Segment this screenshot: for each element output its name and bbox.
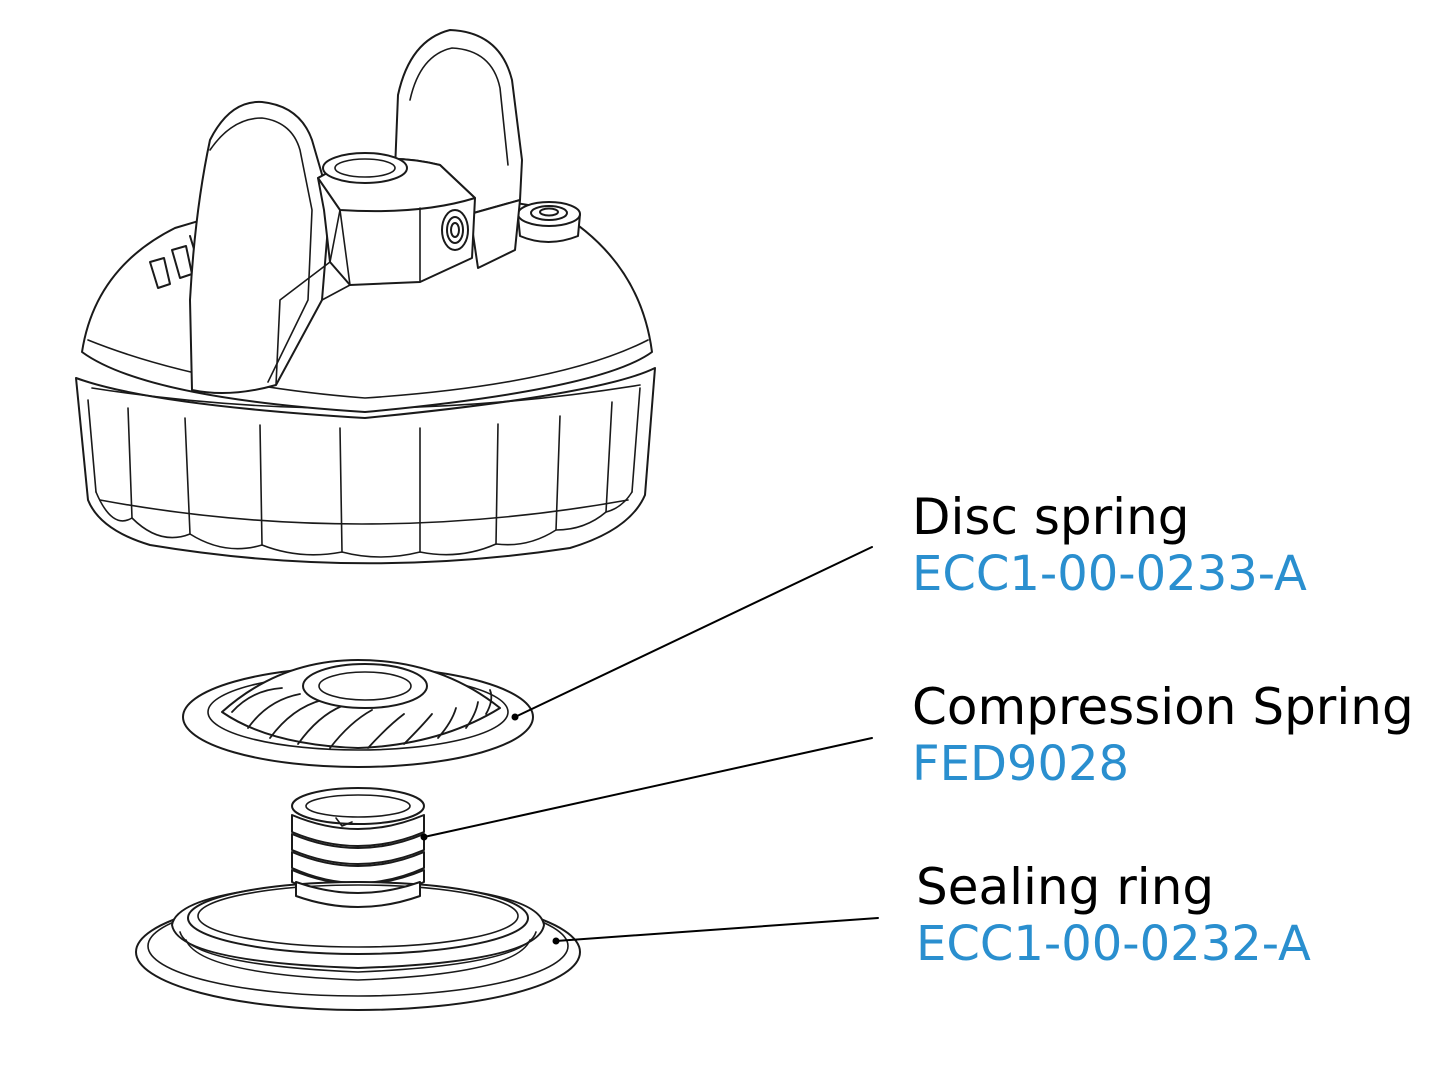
disc-spring-label: Disc spring <box>912 488 1190 546</box>
cap-dome-rim <box>87 339 649 399</box>
compression-spring-part <box>291 787 425 898</box>
leader-sealing-ring <box>555 917 879 942</box>
disc-spring-part-number: ECC1-00-0233-A <box>912 546 1307 602</box>
sealing-ring-part-number: ECC1-00-0232-A <box>916 916 1311 972</box>
cap-center-hole <box>322 152 408 184</box>
disc-spring-hole <box>302 663 428 709</box>
cap-hex-edges <box>329 207 421 286</box>
leader-dots <box>420 713 560 945</box>
disc-spring-slots <box>231 687 493 749</box>
leader-lines <box>423 546 879 942</box>
cap-handle-left <box>189 100 331 395</box>
sealing-ring-label: Sealing ring <box>916 858 1215 916</box>
cap-vent-fitting <box>517 201 581 243</box>
disc-spring-part <box>182 659 534 768</box>
cap-rib <box>275 261 351 386</box>
compression-spring-part-number: FED9028 <box>912 736 1130 792</box>
leader-compression-spring <box>423 737 873 838</box>
cap-handle-right-edge <box>409 47 509 166</box>
cap-ring-scallops <box>95 491 633 558</box>
cap-handle-right-web <box>469 199 521 269</box>
compression-spring-label: Compression Spring <box>912 678 1414 736</box>
cap-ring <box>75 367 656 565</box>
cap-handle-left-edge <box>209 117 313 383</box>
cap-side-port <box>441 209 469 251</box>
leader-disc-spring <box>514 546 873 718</box>
cap-assembly <box>75 29 656 565</box>
sealing-ring-part <box>135 881 581 1011</box>
